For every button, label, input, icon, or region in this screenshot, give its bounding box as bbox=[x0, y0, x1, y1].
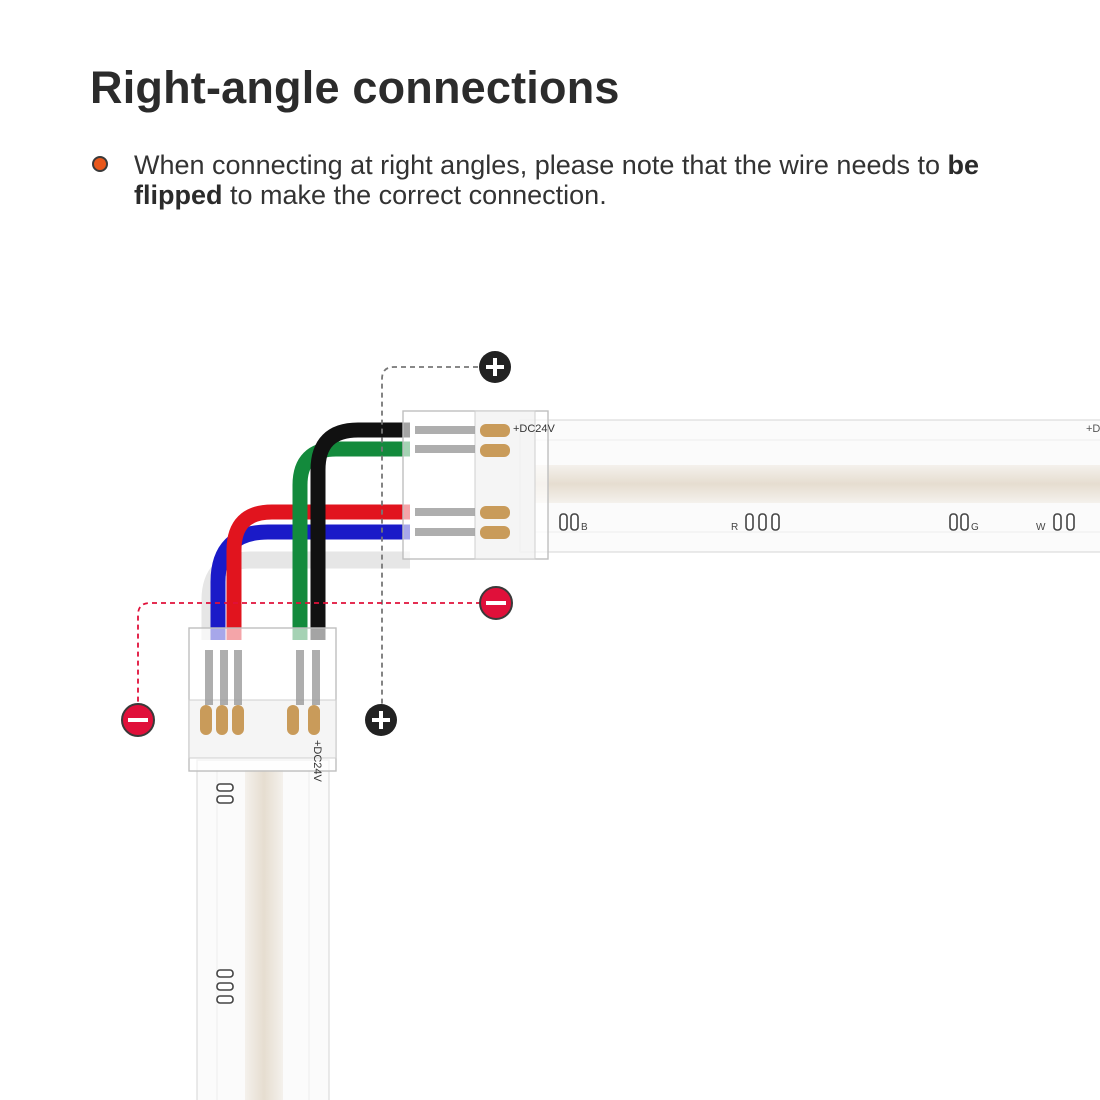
green-wire bbox=[292, 441, 410, 640]
black-wire bbox=[310, 422, 410, 640]
vertical-led-strip bbox=[196, 759, 330, 1100]
positive-marker-icon bbox=[479, 351, 511, 383]
horizontal-strip-connector: +DC24V bbox=[402, 410, 556, 560]
solder-pads-b: B bbox=[559, 513, 588, 533]
pad-label-b: B bbox=[581, 522, 588, 533]
strip-voltage-label: +D bbox=[1086, 423, 1100, 435]
pad-label-w: W bbox=[1036, 522, 1046, 533]
red-wire bbox=[226, 504, 410, 640]
instruction-note: When connecting at right angles, please … bbox=[92, 150, 992, 210]
instruction-text-end: to make the correct connection. bbox=[222, 180, 607, 210]
solder-pads-r: R bbox=[731, 513, 780, 533]
horizontal-led-strip: +D B R G W bbox=[519, 419, 1100, 553]
vertical-strip-connector: +DC24V bbox=[188, 627, 337, 783]
pad-label-g: G bbox=[971, 522, 979, 533]
positive-leader-line bbox=[381, 366, 478, 706]
vertical-connector-voltage-label: +DC24V bbox=[311, 740, 323, 783]
instruction-text: When connecting at right angles, please … bbox=[134, 150, 992, 210]
pad-label-r: R bbox=[731, 522, 738, 533]
ribbon-cable bbox=[201, 422, 410, 640]
horizontal-connector-voltage-label: +DC24V bbox=[513, 423, 556, 435]
negative-marker-icon bbox=[121, 703, 155, 737]
instruction-text-emphasis: be flipped bbox=[134, 150, 980, 210]
solder-pads-g: G bbox=[949, 513, 979, 533]
vertical-solder-pads-b bbox=[216, 783, 234, 804]
vertical-solder-pads-r bbox=[216, 969, 234, 1004]
instruction-text-start: When connecting at right angles, please … bbox=[134, 150, 948, 180]
positive-marker-icon bbox=[365, 704, 397, 736]
page-title: Right-angle connections bbox=[90, 62, 620, 113]
negative-marker-icon bbox=[479, 586, 513, 620]
solder-pads-w: W bbox=[1036, 513, 1075, 533]
orange-bullet-icon bbox=[92, 156, 108, 172]
